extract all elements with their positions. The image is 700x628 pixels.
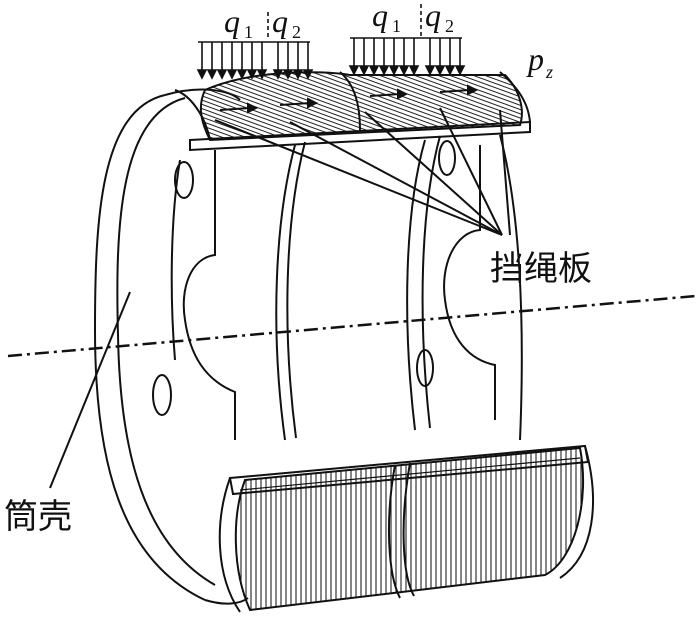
svg-text:p: p bbox=[526, 41, 544, 77]
label-q2-left: q 2 bbox=[272, 3, 301, 42]
rope-plate-leaders bbox=[214, 107, 511, 236]
drum-axis-line bbox=[7, 294, 697, 358]
bottom-rope-section bbox=[218, 444, 594, 613]
label-pz: p z bbox=[526, 41, 553, 82]
label-q1-right: q 1 bbox=[372, 0, 401, 36]
top-rope-section bbox=[174, 71, 531, 152]
load-arrows-left bbox=[196, 12, 314, 80]
label-shell: 筒壳 bbox=[4, 497, 72, 537]
label-q2-right: q 2 bbox=[425, 0, 454, 36]
middle-ring bbox=[275, 141, 306, 441]
svg-text:q: q bbox=[372, 0, 388, 33]
svg-text:1: 1 bbox=[392, 16, 401, 36]
svg-text:q: q bbox=[224, 3, 240, 39]
load-arrows-right bbox=[348, 4, 466, 76]
svg-text:z: z bbox=[545, 62, 553, 82]
shell-leader bbox=[49, 291, 131, 489]
right-flange bbox=[406, 134, 523, 441]
svg-text:2: 2 bbox=[292, 22, 301, 42]
surface-pressure-arrows bbox=[219, 84, 479, 114]
svg-text:q: q bbox=[272, 3, 288, 39]
left-flange bbox=[93, 88, 249, 605]
label-q1-left: q 1 bbox=[224, 3, 253, 42]
svg-text:2: 2 bbox=[445, 16, 454, 36]
svg-text:1: 1 bbox=[244, 22, 253, 42]
label-rope-plate: 挡绳板 bbox=[490, 249, 592, 289]
svg-text:q: q bbox=[425, 0, 441, 33]
